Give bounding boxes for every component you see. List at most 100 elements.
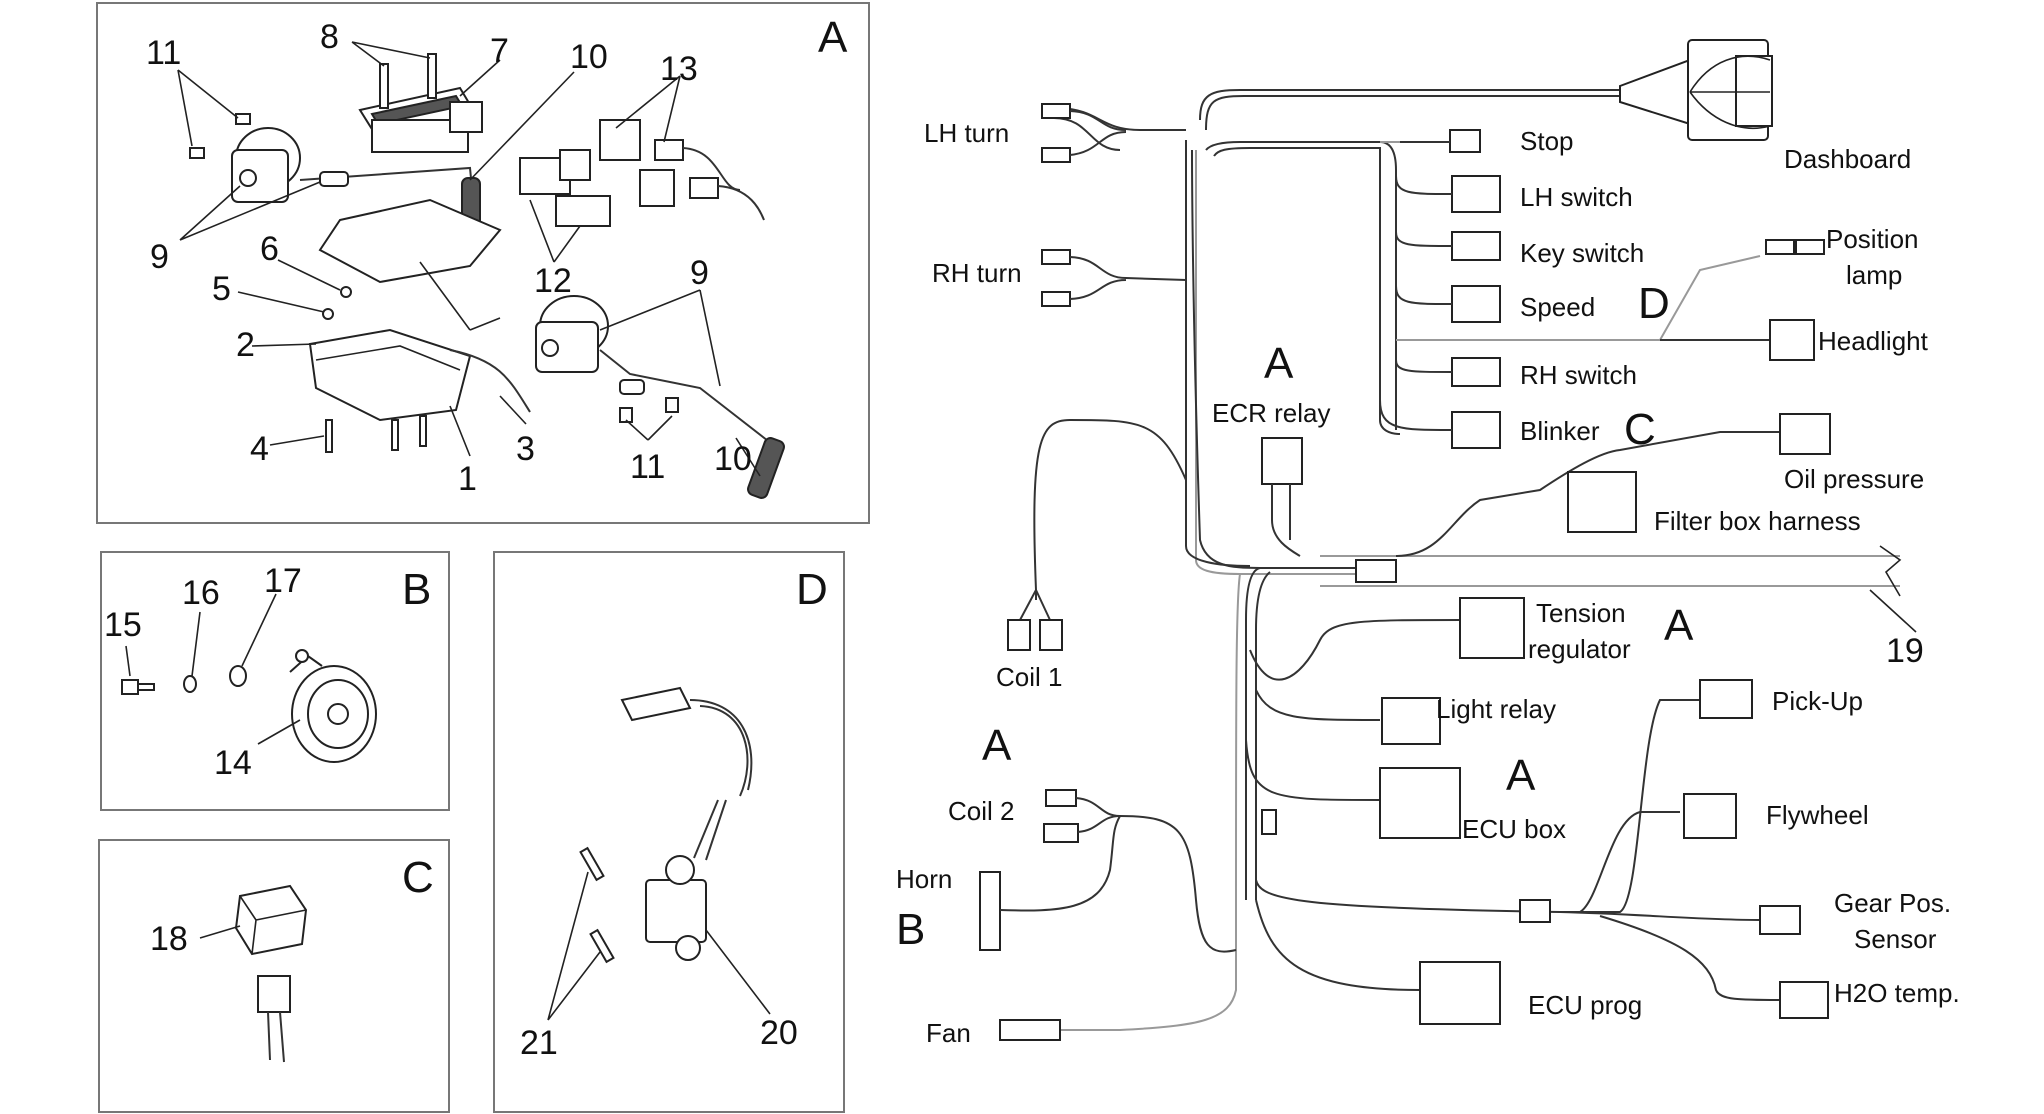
label-speed: Speed — [1520, 292, 1595, 322]
label-headlight: Headlight — [1818, 326, 1929, 356]
label-sensor: Sensor — [1854, 924, 1937, 954]
label-dashboard: Dashboard — [1784, 144, 1911, 174]
panel-c: C 18 — [98, 839, 450, 1113]
position-lamp-plug-a — [1765, 239, 1795, 255]
bolt-15 — [121, 679, 139, 695]
callout-d: D — [1638, 279, 1670, 328]
ref-10: 10 — [570, 38, 608, 76]
panel-c-letter: C — [402, 853, 434, 902]
ref-2: 2 — [236, 326, 255, 364]
spark-cap-right — [747, 437, 785, 499]
label-position: Position — [1826, 224, 1919, 254]
panel-b: B 15 16 17 14 — [100, 551, 450, 811]
washer-16 — [183, 675, 197, 693]
ref-4: 4 — [250, 430, 269, 468]
label-filter-box-harness: Filter box harness — [1654, 506, 1861, 536]
label-light-relay: Light relay — [1436, 694, 1556, 724]
nut-5 — [322, 308, 334, 320]
harness-clip-bottom — [1261, 809, 1277, 835]
label-rh-turn: RH turn — [932, 258, 1022, 288]
mounting-bracket — [318, 198, 502, 284]
panel-d: D 21 20 — [493, 551, 845, 1113]
flywheel-connector — [1683, 793, 1737, 839]
screw-8-b — [427, 53, 437, 99]
filter-box-connector — [1567, 471, 1637, 533]
label-stop: Stop — [1520, 126, 1574, 156]
rh-turn-wire — [1069, 256, 1187, 300]
relay-18 — [234, 884, 308, 1063]
fan-connector — [999, 1019, 1061, 1041]
voltage-regulator — [358, 86, 483, 153]
coil-1-plug-a — [1007, 619, 1031, 651]
speed-connector — [1451, 285, 1501, 323]
lh-turn-wire — [1059, 107, 1186, 131]
bolt-15-shank — [137, 683, 155, 691]
label-key-switch: Key switch — [1520, 238, 1644, 268]
nut-6 — [340, 286, 352, 298]
ref-6: 6 — [260, 230, 279, 268]
pickup-sensor — [620, 686, 753, 961]
lh-turn-plug-b — [1041, 147, 1071, 163]
main-harness — [979, 39, 1917, 1041]
ref-12: 12 — [534, 262, 572, 300]
ref-16: 16 — [182, 574, 220, 612]
rh-turn-plug-b — [1041, 291, 1071, 307]
washer-17 — [229, 665, 247, 687]
panel-a-letter: A — [818, 13, 848, 62]
key-switch-connector — [1451, 231, 1501, 261]
ref-19: 19 — [1886, 632, 1924, 670]
ref-11b: 11 — [630, 448, 665, 486]
label-h2o-temp: H2O temp. — [1834, 978, 1960, 1008]
callout-a-tension: A — [1664, 601, 1694, 650]
harness-clip-sensor — [1519, 899, 1551, 923]
ecr-relay — [1261, 437, 1303, 485]
ref-15: 15 — [104, 606, 142, 644]
ref-10b: 10 — [714, 440, 752, 478]
screw-4 — [325, 419, 333, 453]
ecu-module — [308, 328, 472, 422]
label-flywheel: Flywheel — [1766, 800, 1869, 830]
ref-9: 9 — [150, 238, 169, 276]
panel-a: A — [96, 2, 870, 524]
ref-18: 18 — [150, 920, 188, 958]
label-oil-pressure: Oil pressure — [1784, 464, 1924, 494]
screw-b — [419, 415, 427, 447]
coil-2-plug-b — [1043, 823, 1079, 843]
callout-a-coil: A — [982, 721, 1012, 770]
bolt-11-b — [235, 113, 251, 125]
bolt-11-c — [619, 407, 633, 423]
label-lamp: lamp — [1846, 260, 1902, 290]
label-coil-2: Coil 2 — [948, 796, 1014, 826]
label-coil-1: Coil 1 — [996, 662, 1062, 692]
ht-lead-right — [599, 349, 773, 445]
h2o-temp-connector — [1779, 981, 1829, 1019]
relays — [519, 119, 765, 227]
label-ecu-box: ECU box — [1462, 814, 1566, 844]
label-pick-up: Pick-Up — [1772, 686, 1863, 716]
gear-pos-connector — [1759, 905, 1801, 935]
oil-pressure-connector — [1779, 413, 1831, 455]
rh-turn-plug-a — [1041, 249, 1071, 265]
screw-21-a — [579, 846, 605, 882]
label-lh-switch: LH switch — [1520, 182, 1633, 212]
blinker-connector — [1451, 411, 1501, 449]
label-ecu-prog: ECU prog — [1528, 990, 1642, 1020]
lh-switch-connector — [1451, 175, 1501, 213]
lh-turn-plug-a — [1041, 103, 1071, 119]
label-ecr-relay: ECR relay — [1212, 398, 1330, 428]
ref-14: 14 — [214, 744, 252, 782]
lead-sleeve-right — [619, 379, 645, 395]
callout-b-horn: B — [896, 905, 925, 954]
screw-21-b — [589, 928, 615, 964]
callout-c: C — [1624, 405, 1656, 454]
ecu-prog-connector — [1419, 961, 1501, 1025]
label-gear-pos: Gear Pos. — [1834, 888, 1951, 918]
tension-regulator-connector — [1459, 597, 1525, 659]
ref-17: 17 — [264, 562, 302, 600]
screw-a — [391, 419, 399, 451]
bracket-arm — [419, 261, 501, 331]
ref-9b: 9 — [690, 254, 709, 292]
coil-2-plug-a — [1045, 789, 1077, 807]
dashboard-connector — [1619, 39, 1773, 141]
